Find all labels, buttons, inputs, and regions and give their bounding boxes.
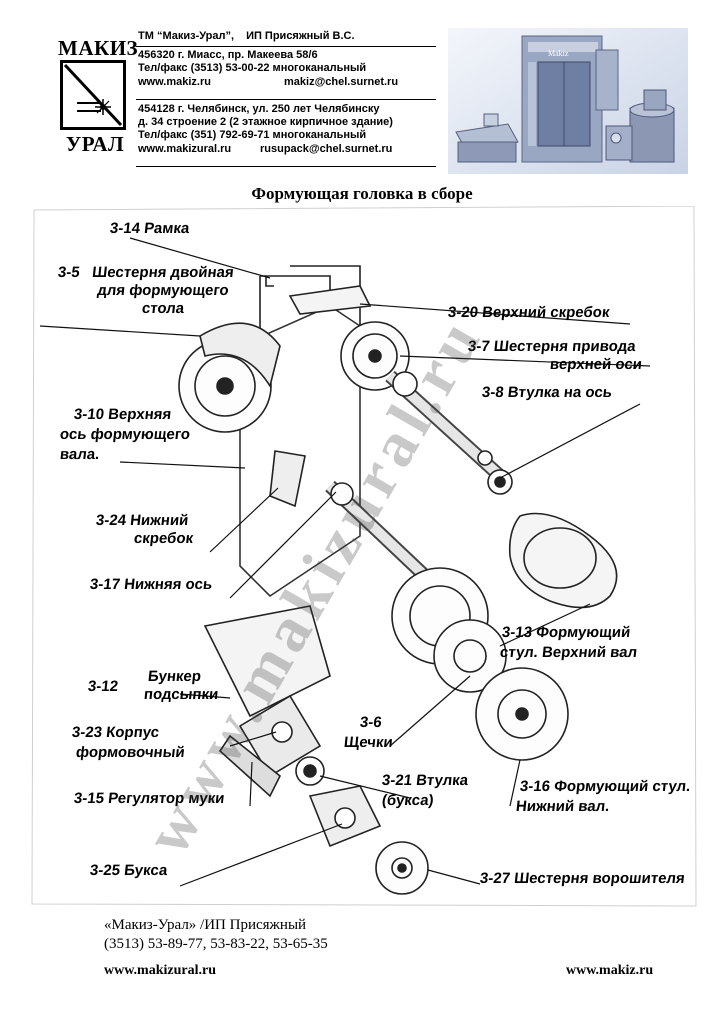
- label-3-24-line2: скребок: [133, 530, 194, 547]
- label-3-5-num: 3-5: [57, 264, 81, 281]
- label-3-8: 3-8 Втулка на ось: [481, 384, 613, 401]
- header-rule: [136, 166, 436, 167]
- label-3-17: 3-17 Нижняя ось: [89, 576, 214, 593]
- address-chel: 454128 г. Челябинск, ул. 250 лет Челябин…: [138, 103, 380, 115]
- label-3-6-line: Щечки: [343, 734, 394, 751]
- address-miass: 456320 г. Миасс, пр. Макеева 58/6: [138, 49, 318, 62]
- header-rule: [136, 99, 436, 100]
- building-chel: д. 34 строение 2 (2 этажное кирпичное зд…: [138, 116, 393, 129]
- label-3-23-line2: формовочный: [75, 744, 186, 761]
- label-3-5-line2: для формующего: [96, 282, 230, 299]
- label-3-10-line1: 3-10 Верхняя: [73, 406, 173, 423]
- label-3-13-line1: 3-13 Формующий: [501, 624, 632, 641]
- label-3-12-num: 3-12: [87, 678, 119, 695]
- label-3-5-line3: стола: [141, 300, 185, 317]
- label-3-23-line1: 3-23 Корпус: [71, 724, 160, 741]
- label-3-27: 3-27 Шестерня ворошителя: [479, 870, 686, 887]
- email-link-makiz[interactable]: makiz@chel.surnet.ru: [284, 75, 399, 88]
- company-logo: МАКИЗ УРАЛ: [58, 36, 139, 156]
- site-link-makiz[interactable]: www.makiz.ru: [138, 75, 211, 88]
- site-link-makizural[interactable]: www.makizural.ru: [138, 142, 232, 155]
- label-3-16-line2: Нижний вал.: [515, 798, 611, 815]
- email-link-rusupack[interactable]: rusupack@chel.surnet.ru: [260, 142, 393, 155]
- footer-phones: (3513) 53-89-77, 53-83-22, 53-65-35: [104, 936, 328, 952]
- footer-company: «Макиз-Урал» /ИП Присяжный: [104, 917, 307, 933]
- label-3-16-line1: 3-16 Формующий стул.: [519, 778, 692, 795]
- label-3-21-line1: 3-21 Втулка: [381, 772, 469, 789]
- owner-text: ИП Присяжный В.С.: [246, 30, 355, 42]
- label-3-21-line2: (букса): [381, 792, 435, 809]
- footer-link-makiz[interactable]: www.makiz.ru: [566, 963, 654, 978]
- trademark-text: ТМ “Макиз-Урал”,: [138, 30, 235, 42]
- equipment-photo: Makiz: [448, 28, 688, 174]
- label-3-14: 3-14 Рамка: [109, 220, 191, 237]
- logo-text-top: МАКИЗ: [58, 36, 139, 60]
- label-3-7-line2: верхней оси: [549, 356, 643, 373]
- assembly-drawing: 3-14 Рамка 3-5 Шестерня двойная для форм…: [30, 206, 698, 908]
- logo-emblem-icon: [60, 60, 126, 130]
- label-3-10-line2: ось формующего: [59, 426, 191, 443]
- contact-block-chelyabinsk: 454128 г. Челябинск, ул. 250 лет Челябин…: [138, 103, 438, 156]
- page-title: Формующая головка в сборе: [251, 184, 473, 203]
- label-3-5-line1: Шестерня двойная: [91, 264, 235, 281]
- logo-text-bottom: УРАЛ: [65, 132, 125, 156]
- header-rule: [136, 46, 436, 47]
- label-3-12-line1: Бункер: [147, 668, 202, 685]
- footer-link-makizural[interactable]: www.makizural.ru: [104, 963, 216, 978]
- contact-block-miass: ТМ “Макиз-Урал”, ИП Присяжный В.С. 45632…: [138, 30, 438, 89]
- phone-chel: Тел/факс (351) 792-69-71 многоканальный: [138, 129, 367, 142]
- label-3-13-line2: стул. Верхний вал: [499, 644, 639, 661]
- phone-miass: Тел/факс (3513) 53-00-22 многоканальный: [138, 62, 367, 75]
- label-3-10-line3: вала.: [59, 446, 101, 463]
- label-3-25: 3-25 Букса: [89, 862, 169, 879]
- label-3-6-num: 3-6: [359, 714, 383, 731]
- svg-text:Makiz: Makiz: [548, 49, 569, 58]
- label-3-24-line1: 3-24 Нижний: [95, 512, 190, 529]
